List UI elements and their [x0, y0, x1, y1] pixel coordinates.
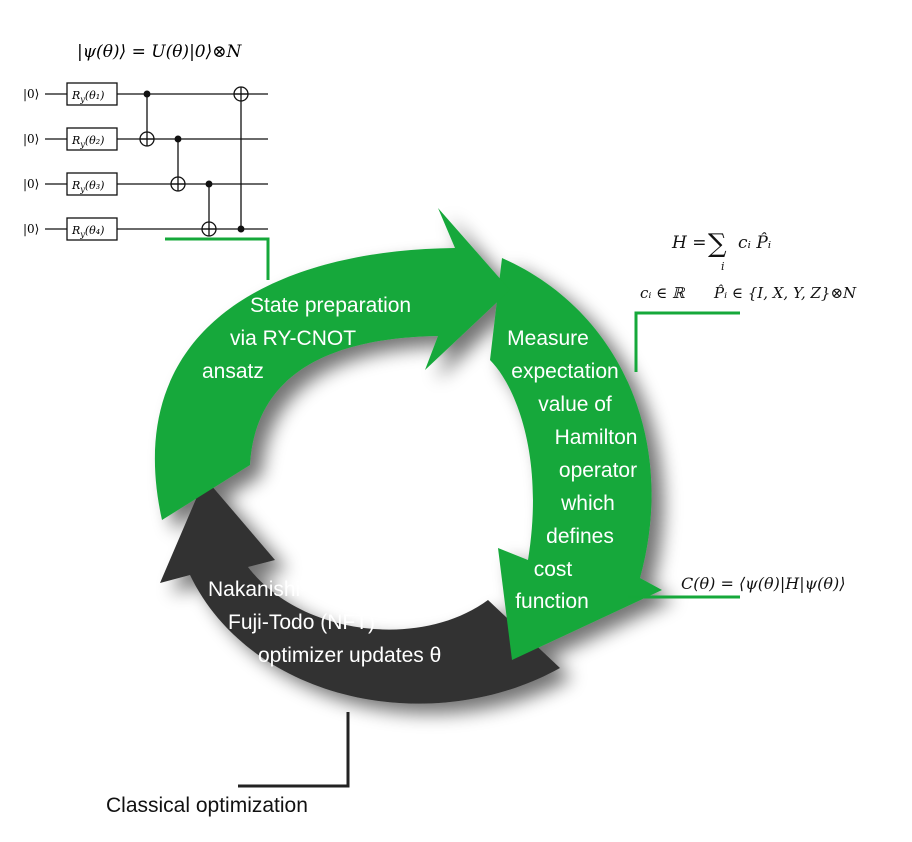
svg-text:Ry(θ₂): Ry(θ₂): [71, 134, 104, 149]
svg-text:i: i: [721, 260, 725, 273]
svg-text:|0⟩: |0⟩: [23, 87, 39, 101]
state-preparation-label: State preparation via RY-CNOT ansatz: [202, 294, 411, 383]
svg-text:defines: defines: [546, 525, 614, 548]
qubit-wires: [45, 93, 268, 230]
svg-text:Fuji-Todo (NFT): Fuji-Todo (NFT): [228, 611, 375, 634]
svg-text:P̂ᵢ ∈ {I, X, Y, Z}⊗N: P̂ᵢ ∈ {I, X, Y, Z}⊗N: [713, 284, 857, 302]
cnot-3-4: [201, 180, 217, 237]
measurement-label: Measure expectation value of Hamilton op…: [507, 327, 637, 613]
quantum-circuit: |ψ(θ)⟩ = U(θ)|0⟩⊗N |0⟩ |0⟩ |0⟩ |0⟩ Ry(θ₁…: [23, 42, 268, 241]
qubit-labels: |0⟩ |0⟩ |0⟩ |0⟩: [23, 87, 39, 236]
svg-text:Ry(θ₃): Ry(θ₃): [71, 179, 104, 194]
svg-text:Ry(θ₁): Ry(θ₁): [71, 89, 104, 104]
svg-text:|0⟩: |0⟩: [23, 132, 39, 146]
svg-text:Nakanishi-: Nakanishi-: [208, 578, 307, 601]
connector-lines: [165, 237, 740, 788]
svg-text:Measure: Measure: [507, 327, 589, 350]
optimizer-label: Nakanishi- Fuji-Todo (NFT) optimizer upd…: [208, 578, 441, 667]
state-equation: |ψ(θ)⟩ = U(θ)|0⟩⊗N: [77, 42, 242, 62]
svg-text:function: function: [515, 590, 589, 613]
svg-text:|0⟩: |0⟩: [23, 222, 39, 236]
cnot-2-3: [170, 135, 186, 192]
svg-text:cᵢ P̂ᵢ: cᵢ P̂ᵢ: [738, 233, 771, 253]
svg-text:|0⟩: |0⟩: [23, 177, 39, 191]
optimizer-arrow: [160, 478, 560, 704]
svg-text:value of: value of: [538, 393, 612, 416]
svg-text:operator: operator: [559, 459, 637, 482]
svg-text:expectation: expectation: [511, 360, 618, 383]
svg-text:H =: H =: [671, 233, 706, 253]
circuit-connector: [165, 237, 270, 280]
ry-gates: Ry(θ₁) Ry(θ₂) Ry(θ₃) Ry(θ₄): [66, 82, 118, 241]
state-preparation-arrow: [154, 208, 510, 520]
measurement-arrow: [490, 258, 662, 660]
svg-text:Ry(θ₄): Ry(θ₄): [71, 224, 104, 239]
ry-gate-1: Ry(θ₁): [66, 82, 118, 106]
cost-function-formula: C(θ) = ⟨ψ(θ)|H|ψ(θ)⟩: [681, 574, 845, 593]
svg-text:cᵢ ∈ ℝ: cᵢ ∈ ℝ: [640, 284, 686, 302]
svg-text:∑: ∑: [708, 229, 727, 259]
svg-text:ansatz: ansatz: [202, 360, 264, 383]
hamiltonian-connector: [634, 311, 740, 372]
svg-text:State preparation: State preparation: [250, 294, 411, 317]
classical-connector: [238, 712, 350, 788]
classical-optimization-label: Classical optimization: [106, 794, 308, 817]
svg-text:via RY-CNOT: via RY-CNOT: [230, 327, 356, 350]
ry-gate-2: Ry(θ₂): [66, 127, 118, 151]
cnot-1-2: [139, 90, 155, 147]
svg-text:Hamilton: Hamilton: [555, 426, 638, 449]
cycle-arrows: [154, 208, 662, 704]
svg-text:which: which: [560, 492, 615, 515]
ry-gate-3: Ry(θ₃): [66, 172, 118, 196]
cnot-gates: [139, 86, 249, 237]
svg-text:cost: cost: [534, 558, 573, 581]
ry-gate-4: Ry(θ₄): [66, 217, 118, 241]
cnot-4-1: [233, 86, 249, 233]
svg-text:optimizer updates θ: optimizer updates θ: [258, 644, 441, 667]
hamiltonian-formula: H = ∑ i cᵢ P̂ᵢ cᵢ ∈ ℝ P̂ᵢ ∈ {I, X, Y, Z}…: [640, 229, 857, 302]
